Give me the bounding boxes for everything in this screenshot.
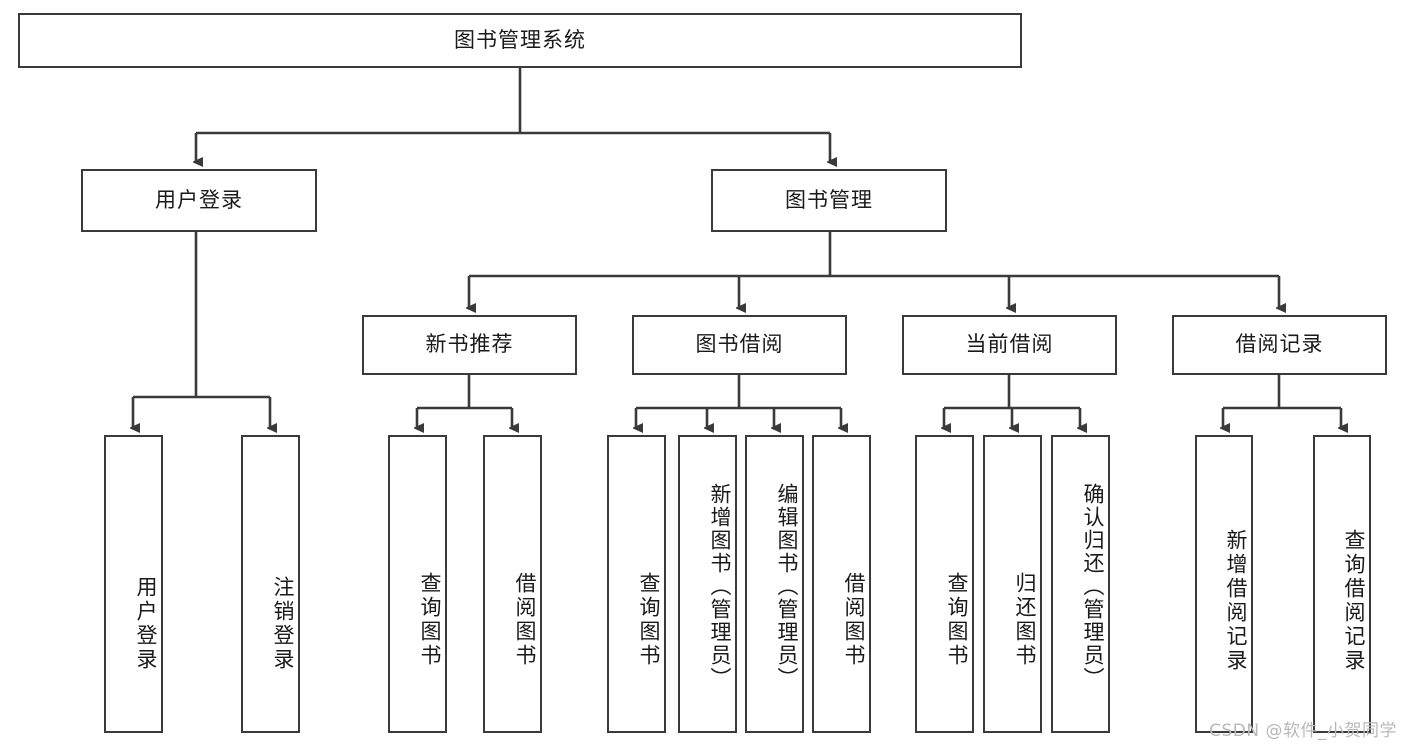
node-leaf-query-borrow-record[interactable]: 查询借阅记录 bbox=[1313, 435, 1371, 733]
node-label: 编辑图书（管理员） bbox=[775, 482, 799, 690]
node-label: 归还图书 bbox=[1013, 572, 1037, 668]
node-label: 当前借阅 bbox=[965, 332, 1054, 357]
node-label: 借阅图书 bbox=[513, 572, 537, 668]
node-new-book-recommend[interactable]: 新书推荐 bbox=[362, 315, 577, 375]
node-leaf-add-borrow-record[interactable]: 新增借阅记录 bbox=[1195, 435, 1253, 733]
node-leaf-query-book-current[interactable]: 查询图书 bbox=[915, 435, 974, 733]
node-label: 新增借阅记录 bbox=[1224, 529, 1248, 673]
node-label: 新增图书（管理员） bbox=[708, 482, 732, 690]
node-root-book-management-system[interactable]: 图书管理系统 bbox=[18, 13, 1022, 68]
node-leaf-user-login[interactable]: 用户登录 bbox=[104, 435, 163, 733]
node-label: 图书管理系统 bbox=[454, 27, 586, 52]
node-label: 查询借阅记录 bbox=[1342, 529, 1366, 673]
node-leaf-query-book-recommend[interactable]: 查询图书 bbox=[388, 435, 447, 733]
csdn-watermark: CSDN @软件_小贺同学 bbox=[1209, 721, 1397, 741]
node-leaf-borrow-book[interactable]: 借阅图书 bbox=[812, 435, 871, 733]
node-leaf-logout[interactable]: 注销登录 bbox=[241, 435, 300, 733]
node-leaf-borrow-book-recommend[interactable]: 借阅图书 bbox=[483, 435, 542, 733]
node-leaf-edit-book-admin[interactable]: 编辑图书（管理员） bbox=[745, 435, 804, 733]
node-leaf-confirm-return-admin[interactable]: 确认归还（管理员） bbox=[1051, 435, 1110, 733]
node-leaf-return-book[interactable]: 归还图书 bbox=[983, 435, 1042, 733]
node-label: 查询图书 bbox=[637, 572, 661, 668]
node-label: 图书管理 bbox=[785, 187, 873, 212]
node-user-login[interactable]: 用户登录 bbox=[81, 169, 317, 232]
node-label: 注销登录 bbox=[271, 576, 295, 672]
node-label: 新书推荐 bbox=[425, 332, 514, 357]
node-label: 借阅记录 bbox=[1235, 332, 1324, 357]
node-leaf-add-book-admin[interactable]: 新增图书（管理员） bbox=[678, 435, 737, 733]
node-label: 用户登录 bbox=[134, 576, 158, 672]
node-label: 查询图书 bbox=[418, 572, 442, 668]
node-label: 借阅图书 bbox=[842, 572, 866, 668]
node-label: 图书借阅 bbox=[695, 332, 784, 357]
node-book-management[interactable]: 图书管理 bbox=[711, 169, 947, 232]
node-label: 查询图书 bbox=[945, 572, 969, 668]
node-borrow-records[interactable]: 借阅记录 bbox=[1172, 315, 1387, 375]
node-current-borrow[interactable]: 当前借阅 bbox=[902, 315, 1117, 375]
node-label: 确认归还（管理员） bbox=[1081, 482, 1105, 690]
node-book-borrow[interactable]: 图书借阅 bbox=[632, 315, 847, 375]
node-label: 用户登录 bbox=[155, 187, 243, 212]
node-leaf-query-book-borrow[interactable]: 查询图书 bbox=[607, 435, 666, 733]
